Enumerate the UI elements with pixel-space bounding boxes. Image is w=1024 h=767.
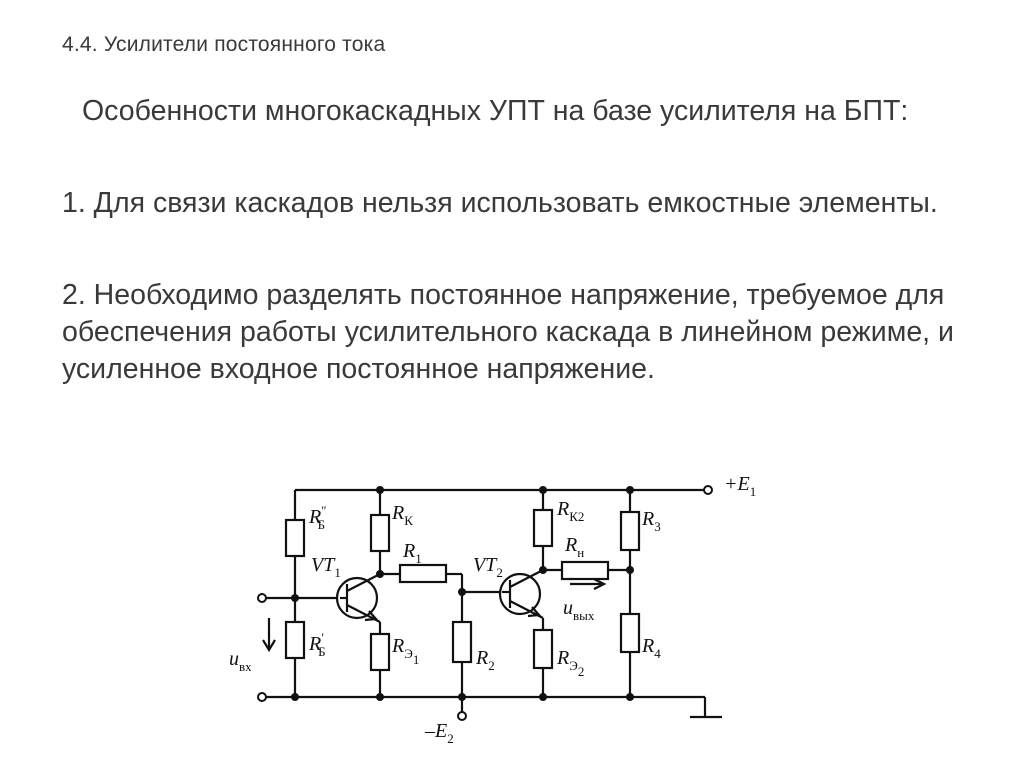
supply-positive-terminal — [703, 485, 713, 495]
input-terminal-high — [257, 593, 267, 603]
rb-bottom-resistor — [284, 620, 306, 660]
r2-resistor — [451, 620, 473, 664]
level-shift-divider — [451, 588, 502, 721]
rb-bottom-label: R′Б — [308, 630, 326, 659]
re1-label: RЭ1 — [391, 635, 419, 667]
r4-resistor — [619, 612, 641, 654]
vt2-label: VT2 — [473, 554, 503, 580]
output-divider — [619, 486, 641, 701]
rn-resistor — [560, 560, 610, 581]
r3-label: R3 — [641, 508, 661, 534]
r3-resistor — [619, 510, 641, 552]
section-title: 4.4. Усилители постоянного тока — [62, 33, 386, 56]
supply-positive-label: +E1 — [724, 473, 756, 499]
re2-label: RЭ2 — [556, 647, 584, 679]
supply-negative-terminal — [457, 711, 467, 721]
rk2-label: RК2 — [556, 498, 584, 524]
stage-2 — [498, 486, 630, 701]
supply-rail-positive — [295, 485, 713, 495]
input-terminal-low — [257, 692, 267, 702]
u-out-label: uвых — [563, 597, 595, 623]
input-divider — [257, 490, 340, 701]
re2-resistor — [532, 628, 554, 670]
r2-label: R2 — [475, 647, 495, 673]
point-2-text: 2. Необходимо разделять постоянное напря… — [62, 279, 954, 385]
rk-resistor — [369, 513, 391, 553]
r1-resistor — [398, 563, 448, 584]
rk2-resistor — [532, 508, 554, 548]
point-1-text: 1. Для связи каскадов нельзя использоват… — [62, 187, 938, 219]
r4-label: R4 — [641, 635, 661, 661]
vt1-label: VT1 — [311, 554, 341, 580]
u-in-label: uвх — [229, 648, 252, 674]
rb-top-resistor — [284, 518, 306, 558]
re1-resistor — [369, 632, 391, 672]
rk-label: RК — [391, 502, 413, 528]
supply-negative-label: –E2 — [424, 720, 454, 746]
r1-label: R1 — [402, 540, 422, 566]
intro-text: Особенности многокаскадных УПТ на базе у… — [82, 95, 909, 127]
ground-rail — [257, 692, 722, 719]
rn-label: Rн — [564, 534, 584, 560]
stage-1 — [335, 486, 464, 701]
rb-top-label: R″Б — [308, 503, 327, 532]
